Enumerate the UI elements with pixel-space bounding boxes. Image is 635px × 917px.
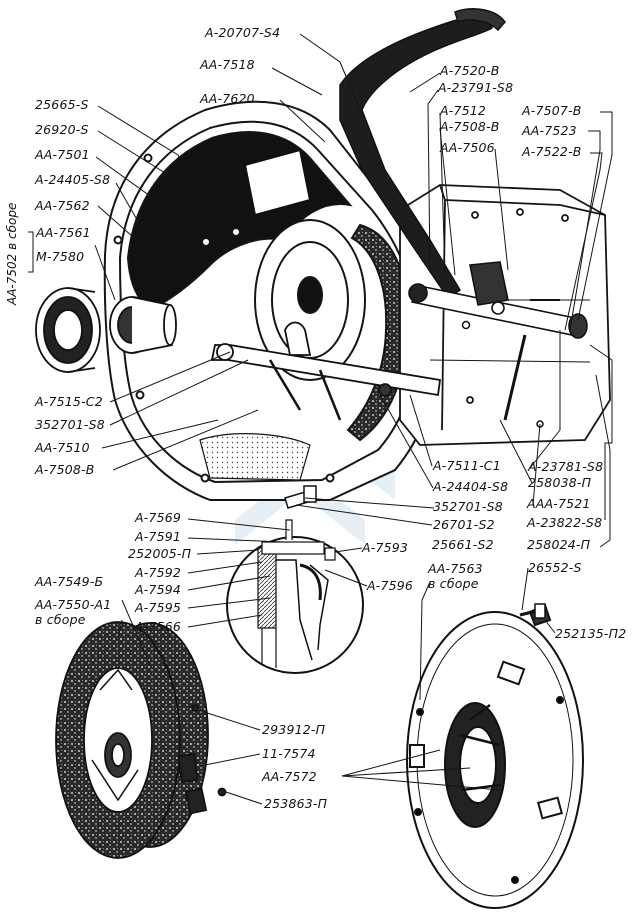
callout-a7508b-left: А-7508-В	[35, 462, 95, 477]
callout-a7595: А-7595	[135, 600, 182, 615]
callout-a7520b: А-7520-В	[440, 63, 500, 78]
callout-25665s: 25665-S	[35, 97, 89, 112]
callout-a7566: А-7566	[135, 619, 182, 634]
callout-aa7523: АА-7523	[522, 123, 577, 138]
callout-aa7563: АА-7563 в сборе	[428, 561, 483, 591]
bearing-hub	[109, 296, 177, 354]
callout-252005p: 252005-П	[128, 546, 192, 561]
callout-aa7550a1: АА-7550-А1 в сборе	[35, 597, 112, 627]
callout-aaa7521: ААА-7521	[527, 496, 591, 511]
callout-aa7562: АА-7562	[35, 198, 90, 213]
callout-a23791s8: А-23791-S8	[438, 80, 514, 95]
callout-aa7620: АА-7620	[200, 91, 255, 106]
callout-a7593: А-7593	[362, 540, 409, 555]
detail-inset	[226, 519, 364, 674]
callout-26701s2: 26701-S2	[433, 517, 495, 532]
release-shaft	[408, 261, 588, 421]
callout-a7507b: А-7507-В	[522, 103, 582, 118]
callout-a7522b: А-7522-В	[522, 144, 582, 159]
callout-aa7561: АА-7561	[36, 225, 91, 240]
release-bearing	[35, 287, 101, 373]
group-label-vertical: АА-7502 в сборе	[5, 202, 19, 305]
callout-a7594: А-7594	[135, 582, 182, 597]
callout-aa7518: АА-7518	[200, 57, 255, 72]
callout-26920s: 26920-S	[35, 122, 89, 137]
clutch-disc	[55, 621, 227, 859]
callout-a7515c2: А-7515-С2	[35, 394, 103, 409]
callout-25661s2: 25661-S2	[432, 537, 494, 552]
callout-a20707s4: А-20707-S4	[205, 25, 281, 40]
callout-26552s: 26552-S	[528, 560, 582, 575]
callout-a7511c1: А-7511-С1	[433, 458, 501, 473]
callout-aa7549b: АА-7549-Б	[35, 574, 104, 589]
callout-aa7510: АА-7510	[35, 440, 90, 455]
callout-aa7572: АА-7572	[262, 769, 317, 784]
callout-a7596: А-7596	[367, 578, 414, 593]
callout-a7591: А-7591	[135, 529, 182, 544]
callout-11-7574: 11-7574	[262, 746, 316, 761]
callout-aa7501: АА-7501	[35, 147, 90, 162]
callout-a7592: А-7592	[135, 565, 182, 580]
callout-m7580: М-7580	[36, 249, 85, 264]
callout-a23822s8: А-23822-S8	[527, 515, 603, 530]
loose-bolts	[284, 320, 546, 619]
callout-a24405s8: А-24405-S8	[35, 172, 111, 187]
callout-253863p: 253863-П	[264, 796, 328, 811]
clutch-housing	[103, 100, 442, 501]
callout-293912p: 293912-П	[262, 722, 326, 737]
leader-lines	[28, 33, 613, 805]
callout-258038p: 258038-П	[528, 475, 592, 490]
callout-352701s8-b: 352701-S8	[433, 499, 503, 514]
callout-a7508b-top: А-7508-В	[440, 119, 500, 134]
callout-a24404s8: А-24404-S8	[433, 479, 509, 494]
pressure-plate	[406, 603, 584, 909]
callout-352701s8-a: 352701-S8	[35, 417, 105, 432]
callout-258024p: 258024-П	[527, 537, 591, 552]
callout-a7569: А-7569	[135, 510, 182, 525]
callout-aa7506: АА-7506	[440, 140, 495, 155]
callout-252135p2: 252135-П2	[555, 626, 627, 641]
callout-a7512: А-7512	[440, 103, 487, 118]
clutch-pedal	[339, 8, 506, 300]
callout-a23781s8: А-23781-S8	[528, 459, 604, 474]
